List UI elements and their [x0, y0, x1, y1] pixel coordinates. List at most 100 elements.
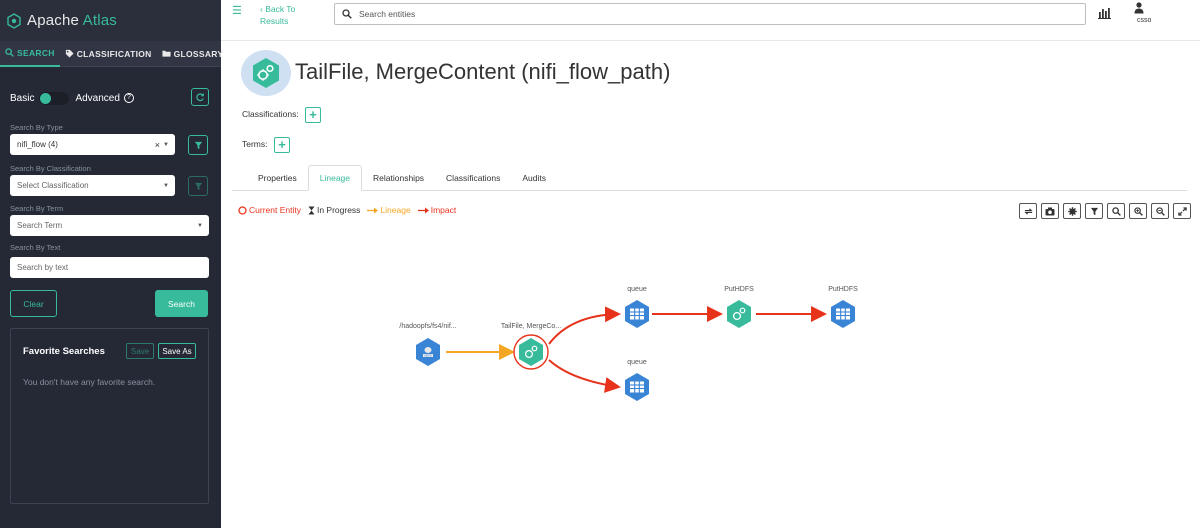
- camera-icon: [1045, 207, 1055, 215]
- export-image-button[interactable]: [1041, 203, 1059, 219]
- sidebar-tab-label: GLOSSARY: [173, 48, 224, 59]
- arrow-right-icon: [367, 207, 379, 213]
- zoom-out-button[interactable]: [1151, 203, 1169, 219]
- svg-text:HDFS: HDFS: [424, 354, 431, 358]
- hamburger-menu-icon[interactable]: ☰: [232, 5, 242, 17]
- search-icon: [5, 48, 14, 57]
- tab-lineage[interactable]: Lineage: [307, 165, 363, 191]
- entity-type-icon: [241, 50, 291, 96]
- classifications-label: Classifications:: [242, 109, 299, 119]
- process-gear-icon: [726, 299, 752, 329]
- clear-type-icon[interactable]: ×: [154, 139, 160, 150]
- search-button[interactable]: Search: [155, 290, 208, 317]
- gear-icon: [1067, 206, 1077, 216]
- back-link-line1: Back To: [265, 4, 296, 14]
- app-name[interactable]: Apache Atlas: [27, 12, 117, 29]
- impact-edge: [548, 306, 621, 345]
- lineage-node-puthdfs-process[interactable]: [726, 299, 752, 329]
- lineage-node-hdfs[interactable]: HDFS: [416, 338, 440, 366]
- favorite-searches-title: Favorite Searches: [23, 346, 105, 357]
- type-filter-button[interactable]: [188, 135, 208, 155]
- lineage-legend: Current Entity In Progress Lineage Impac…: [238, 205, 456, 215]
- tab-properties[interactable]: Properties: [258, 173, 297, 183]
- legend-lineage: Lineage: [367, 205, 411, 215]
- table-icon: [624, 299, 650, 329]
- filter-button[interactable]: [1085, 203, 1103, 219]
- search-by-term-label: Search By Term: [10, 204, 64, 213]
- node-label: PutHDFS: [724, 286, 754, 293]
- refresh-icon: [196, 93, 204, 102]
- tab-classifications[interactable]: Classifications: [446, 173, 501, 183]
- lineage-node-queue[interactable]: [624, 372, 650, 402]
- node-label: queue: [627, 286, 647, 293]
- search-lineage-button[interactable]: [1107, 203, 1125, 219]
- lineage-node-puthdfs-output[interactable]: [830, 299, 856, 329]
- search-by-text-label: Search By Text: [10, 243, 61, 252]
- hourglass-icon: [308, 206, 315, 214]
- toggle-knob: [40, 92, 52, 104]
- text-search-input[interactable]: Search by text: [10, 257, 209, 278]
- back-to-results-link[interactable]: ‹ Back To Results: [260, 3, 295, 27]
- node-label: queue: [627, 359, 647, 366]
- table-icon: [624, 372, 650, 402]
- back-link-line2: Results: [260, 16, 289, 26]
- help-icon[interactable]: ?: [123, 93, 134, 103]
- save-favorite-button[interactable]: Save: [126, 343, 154, 359]
- folder-icon: [162, 50, 171, 57]
- add-term-button[interactable]: +: [274, 137, 290, 153]
- text-search-placeholder: Search by text: [17, 263, 69, 272]
- favorite-searches-panel: Favorite Searches Save Save As You don't…: [10, 328, 209, 504]
- legend-impact: Impact: [417, 205, 457, 215]
- tab-audits[interactable]: Audits: [522, 173, 546, 183]
- reset-lineage-button[interactable]: [1019, 203, 1037, 219]
- sidebar-tab-search[interactable]: SEARCH: [0, 41, 60, 67]
- classification-filter-button[interactable]: [188, 176, 208, 196]
- sidebar-tabs: SEARCH CLASSIFICATION GLOSSARY: [0, 41, 223, 67]
- node-label: TailFile, MergeCo...: [501, 323, 561, 330]
- legend-current-entity: Current Entity: [238, 205, 301, 215]
- user-icon[interactable]: [1134, 2, 1144, 14]
- settings-button[interactable]: [1063, 203, 1081, 219]
- type-select[interactable]: nifi_flow (4) × ▼: [10, 134, 175, 155]
- tabs-divider: [232, 190, 1187, 191]
- zoom-out-icon: [1155, 206, 1165, 216]
- add-classification-button[interactable]: +: [305, 107, 321, 123]
- classification-select[interactable]: Select Classification ▼: [10, 175, 175, 196]
- lineage-toolbar: [1019, 203, 1191, 219]
- advanced-label: Advanced: [75, 92, 120, 104]
- zoom-in-button[interactable]: [1129, 203, 1147, 219]
- type-select-value: nifi_flow (4): [17, 140, 58, 149]
- top-bar: ☰ ‹ Back To Results Search entities csso: [221, 0, 1200, 41]
- impact-edge: [548, 359, 621, 393]
- sidebar: Apache Atlas SEARCH CLASSIFICATION GLOSS…: [0, 0, 223, 528]
- sidebar-tab-label: CLASSIFICATION: [76, 48, 152, 59]
- tab-relationships[interactable]: Relationships: [373, 173, 425, 183]
- filter-icon: [194, 182, 202, 190]
- refresh-button[interactable]: [191, 88, 209, 106]
- clear-button[interactable]: Clear: [10, 290, 57, 317]
- basic-advanced-toggle[interactable]: [39, 91, 70, 105]
- chevron-down-icon: ▼: [163, 141, 169, 148]
- statistics-icon[interactable]: [1098, 7, 1111, 19]
- zoom-in-icon: [1133, 206, 1143, 216]
- app-name-accent: Atlas: [82, 12, 117, 29]
- global-search-placeholder: Search entities: [359, 9, 416, 19]
- user-name[interactable]: csso: [1137, 17, 1152, 24]
- filter-icon: [1090, 207, 1098, 215]
- lineage-node-queue[interactable]: [624, 299, 650, 329]
- lineage-node-process-current[interactable]: [513, 334, 549, 370]
- hdfs-icon: HDFS: [423, 347, 433, 358]
- sidebar-tab-glossary[interactable]: GLOSSARY: [157, 41, 229, 67]
- search-by-type-label: Search By Type: [10, 123, 63, 132]
- legend-impact-label: Impact: [430, 205, 457, 215]
- search-icon: [342, 9, 352, 19]
- node-label: /hadoopfs/fs4/nif...: [399, 323, 456, 330]
- fullscreen-button[interactable]: [1173, 203, 1191, 219]
- lineage-graph[interactable]: HDFS /hadoopfs/fs4/nif... TailFile, Merg…: [221, 220, 1200, 520]
- sidebar-tab-classification[interactable]: CLASSIFICATION: [60, 41, 157, 67]
- global-search-input[interactable]: Search entities: [334, 3, 1086, 25]
- term-select[interactable]: Search Term ▼: [10, 215, 209, 236]
- legend-in-progress-label: In Progress: [316, 205, 361, 215]
- save-as-favorite-button[interactable]: Save As: [158, 343, 196, 359]
